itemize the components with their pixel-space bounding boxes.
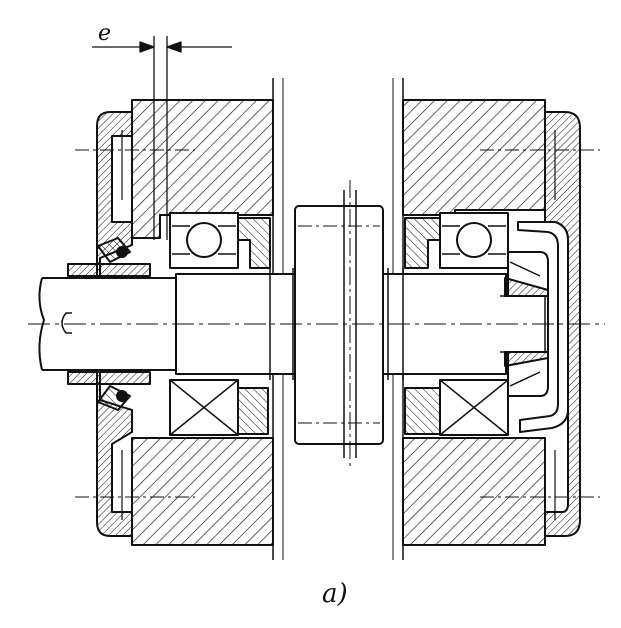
dimension-label: e: [98, 21, 111, 46]
left-seal: [67, 237, 151, 411]
figure-caption: a): [322, 579, 348, 609]
left-bearing: [169, 212, 271, 436]
dimension-e: [92, 36, 232, 240]
right-bearing: [404, 212, 549, 436]
centre-lines: [28, 180, 605, 470]
